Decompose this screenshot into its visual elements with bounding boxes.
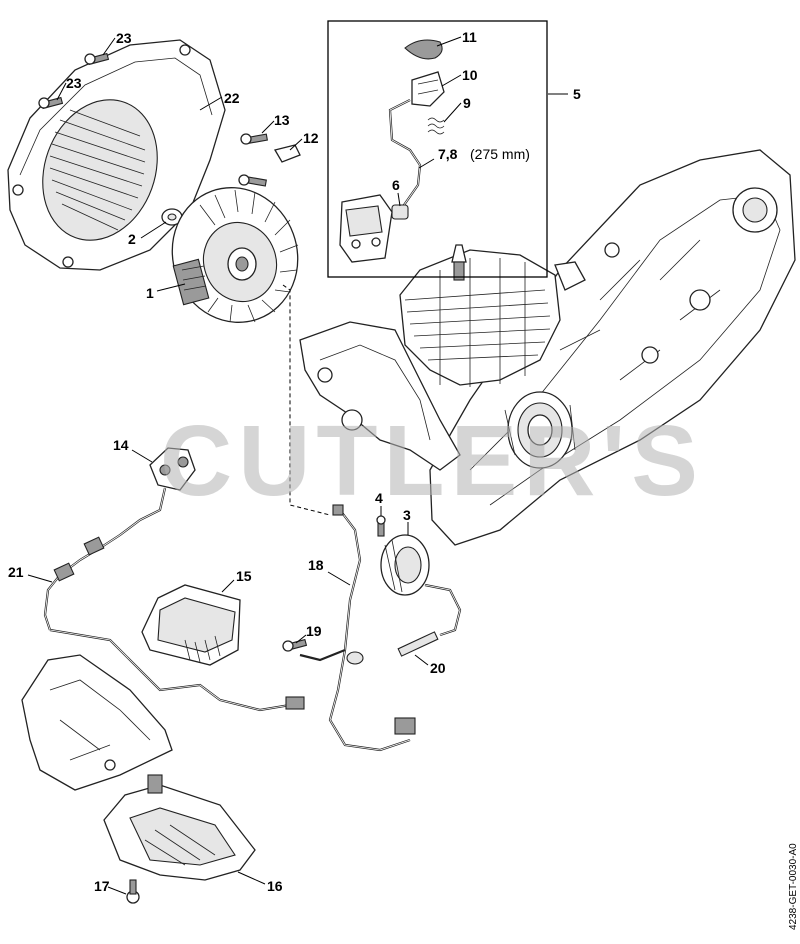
wire-branch	[299, 648, 346, 662]
callout-20: 20	[430, 660, 446, 676]
leader-lines	[27, 36, 568, 895]
callout-14: 14	[113, 437, 129, 453]
callout-3: 3	[403, 507, 411, 523]
callout-labels: 23 23 22 13 12 2 1 11 10 9 7,8 (275 mm) …	[8, 29, 581, 894]
inset-frame	[327, 20, 548, 278]
callout-5: 5	[573, 86, 581, 102]
lead-ferrule	[391, 204, 409, 220]
control-unit-15	[141, 584, 241, 666]
callout-6: 6	[392, 177, 400, 193]
callout-18: 18	[308, 557, 324, 573]
spark-plug-cap-clip	[404, 39, 443, 60]
callout-16: 16	[267, 878, 283, 894]
screws-23	[38, 52, 110, 110]
spark-plug-boot	[411, 71, 445, 107]
callout-22: 22	[224, 90, 240, 106]
flywheel	[171, 187, 299, 323]
connector-21	[53, 536, 105, 582]
ring-3	[380, 534, 430, 596]
callout-23b: 23	[66, 75, 82, 91]
callout-1: 1	[146, 285, 154, 301]
callout-12: 12	[303, 130, 319, 146]
callout-23a: 23	[116, 30, 132, 46]
callout-11: 11	[462, 29, 477, 45]
wire-21	[43, 487, 167, 631]
terminal-18	[332, 504, 344, 516]
drawing-code: 4238-GET-0030-A0	[788, 843, 799, 930]
inset-box	[327, 20, 548, 278]
pin-20	[397, 631, 439, 657]
engine-crankcase	[299, 149, 796, 546]
ring-lead	[424, 583, 462, 637]
callout-4: 4	[375, 490, 383, 506]
screw-4	[376, 515, 386, 537]
callout-9: 9	[463, 95, 471, 111]
callout-19: 19	[306, 623, 322, 639]
screw-17	[126, 879, 140, 904]
connector-18	[394, 717, 416, 735]
callout-21: 21	[8, 564, 24, 580]
callout-15: 15	[236, 568, 252, 584]
cover-16	[103, 774, 256, 881]
sensor-14	[149, 447, 196, 491]
callout-7-8-note: (275 mm)	[470, 146, 530, 162]
callout-7-8: 7,8	[438, 146, 458, 162]
connector-mid	[285, 696, 305, 710]
watermark: CUTLER'S	[160, 405, 704, 517]
callout-10: 10	[462, 67, 478, 83]
callout-13: 13	[274, 112, 290, 128]
washer-2	[161, 208, 183, 226]
lower-shroud	[21, 654, 173, 791]
contact-spring	[427, 117, 445, 135]
screw-19	[282, 638, 308, 652]
callout-17: 17	[94, 878, 110, 894]
screw-bracket-13-12	[238, 133, 301, 187]
callout-2: 2	[128, 231, 136, 247]
